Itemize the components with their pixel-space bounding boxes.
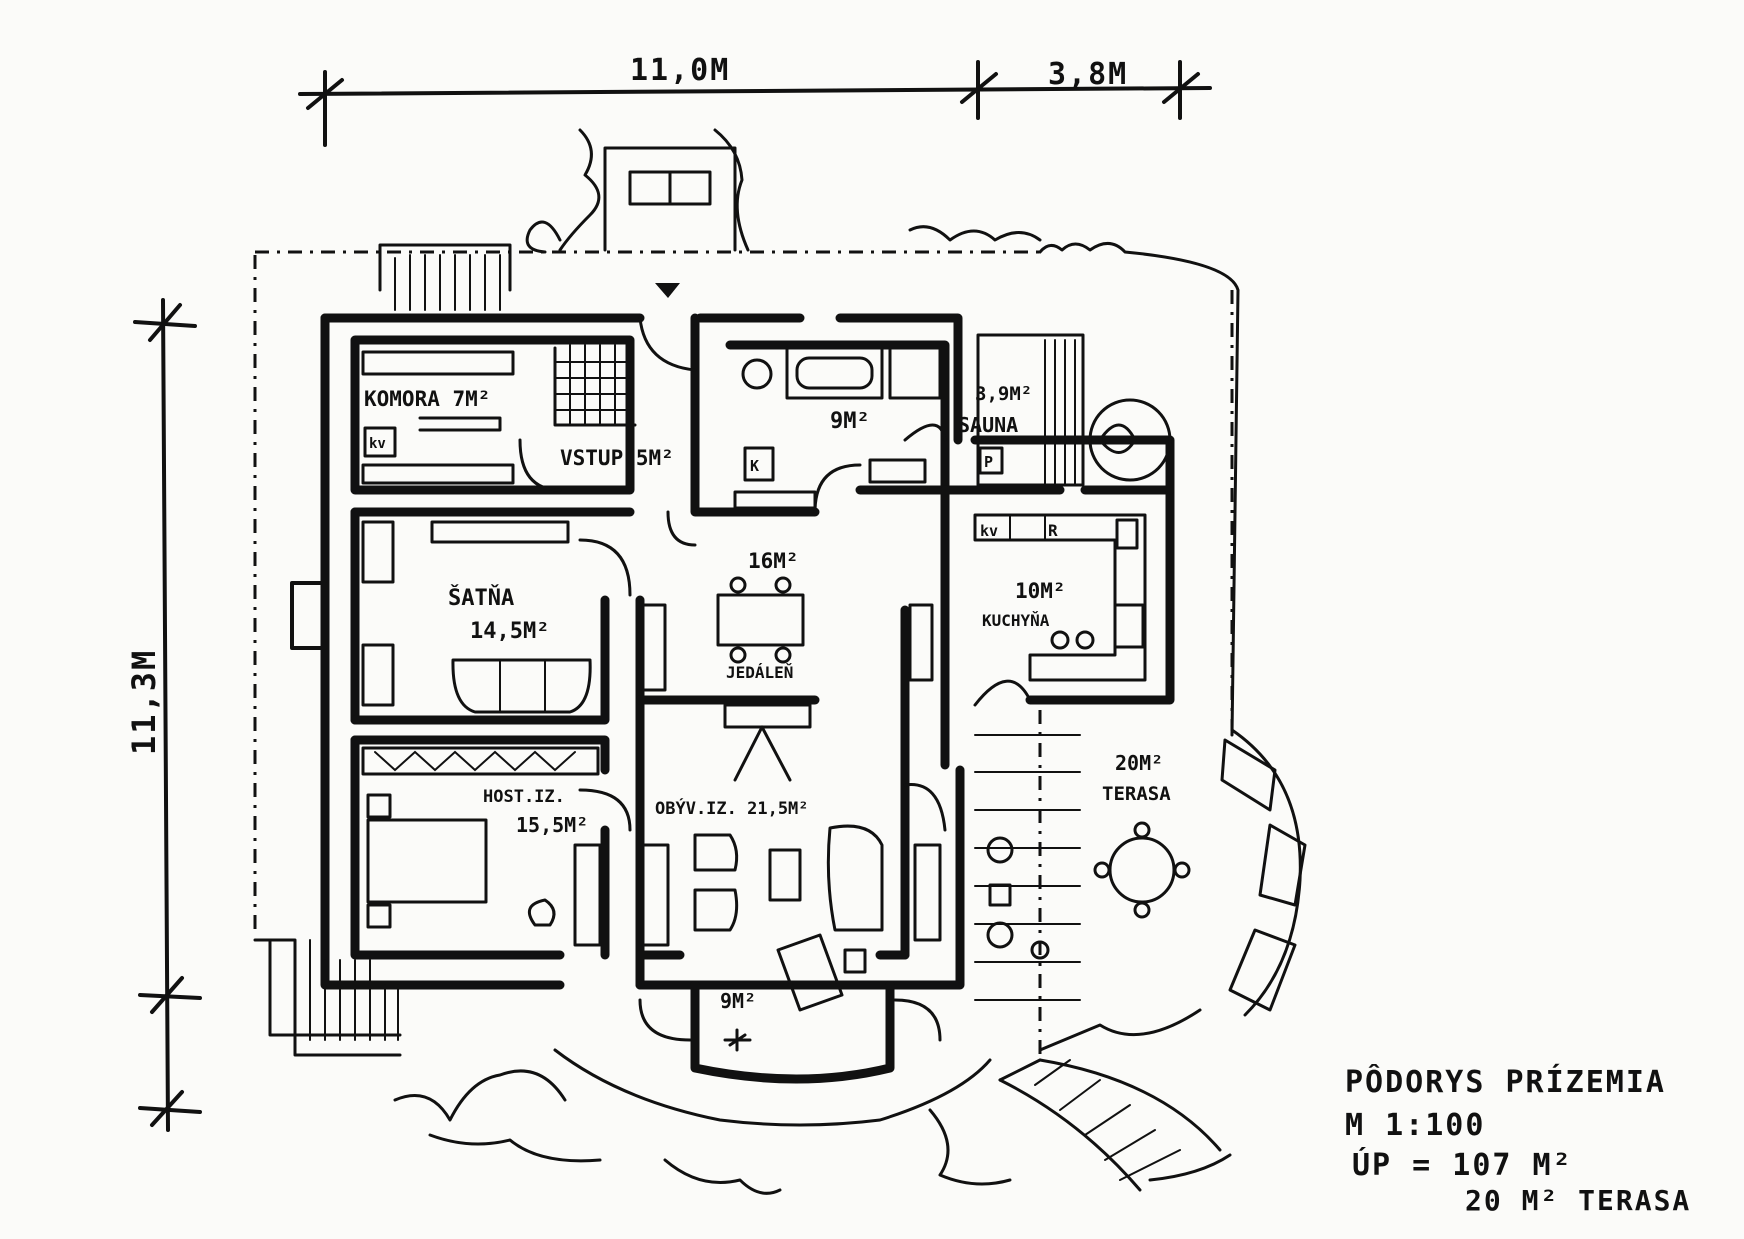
label-kitchen: KUCHYŇA bbox=[982, 611, 1050, 630]
label-kv-kitchen: kv bbox=[980, 522, 998, 540]
pantry-fixtures bbox=[361, 344, 637, 485]
living-room-fixtures bbox=[641, 824, 942, 1052]
room-labels: KOMORA 7M² VSTUP 5M² 9M² 3,9M² SAUNA 16M… bbox=[364, 383, 1171, 1013]
legend-usable-area: ÚP = 107 M² bbox=[1352, 1146, 1573, 1183]
legend-terrace-area: 20 M² TERASA bbox=[1465, 1184, 1691, 1217]
label-sauna-area: 3,9M² bbox=[975, 383, 1032, 405]
label-satna: ŠATŇA bbox=[448, 585, 514, 611]
dim-height-total: 11,3M bbox=[125, 649, 163, 755]
dimension-lines bbox=[133, 60, 1212, 1132]
sw-steps bbox=[253, 938, 402, 1057]
label-hall-area: 16M² bbox=[748, 549, 799, 573]
label-satna-area: 14,5M² bbox=[470, 619, 549, 644]
label-terrace: TERASA bbox=[1102, 783, 1171, 805]
terrace-fixtures bbox=[974, 710, 1307, 1192]
legend-scale: M 1:100 bbox=[1345, 1108, 1485, 1143]
interior-walls bbox=[350, 313, 1175, 990]
label-living: OBÝV.IZ. 21,5M² bbox=[655, 797, 809, 819]
dining-fixtures bbox=[641, 576, 934, 782]
winter-garden-bay bbox=[690, 980, 895, 1084]
label-k-bath: K bbox=[750, 457, 759, 475]
label-sauna: SAUNA bbox=[958, 413, 1018, 437]
label-host-room: HOST.IZ. bbox=[483, 787, 565, 807]
fixture-labels: kv kv R K P bbox=[369, 436, 1058, 540]
legend-block: PÔDORYS PRÍZEMIA M 1:100 ÚP = 107 M² 20 … bbox=[1345, 1063, 1691, 1217]
label-komora: KOMORA 7M² bbox=[364, 387, 490, 411]
guest-room-fixtures bbox=[361, 746, 602, 947]
dim-width-total: 11,0M bbox=[630, 53, 730, 88]
label-kitchen-area: 10M² bbox=[1015, 579, 1066, 603]
label-winter-garden-area: 9M² bbox=[720, 989, 756, 1013]
label-p-sauna: P bbox=[984, 453, 993, 471]
label-terrace-area: 20M² bbox=[1115, 751, 1163, 775]
bathroom-fixtures bbox=[733, 346, 942, 510]
landscape-lines bbox=[393, 1048, 1232, 1195]
dim-width-terrace: 3,8M bbox=[1048, 57, 1128, 92]
label-kv-pantry: kv bbox=[369, 436, 386, 452]
label-host-room-area: 15,5M² bbox=[516, 813, 588, 837]
dressing-room-fixtures bbox=[361, 520, 592, 714]
kitchen-fixtures bbox=[973, 513, 1147, 682]
label-jedalen: JEDÁLEŇ bbox=[726, 663, 793, 682]
site-outline bbox=[253, 128, 1240, 930]
label-r-kitchen: R bbox=[1048, 521, 1058, 540]
sauna-fixtures bbox=[976, 333, 1172, 487]
legend-title: PÔDORYS PRÍZEMIA bbox=[1345, 1063, 1666, 1100]
label-vstup: VSTUP 5M² bbox=[560, 446, 674, 470]
label-bath-area: 9M² bbox=[830, 409, 870, 434]
